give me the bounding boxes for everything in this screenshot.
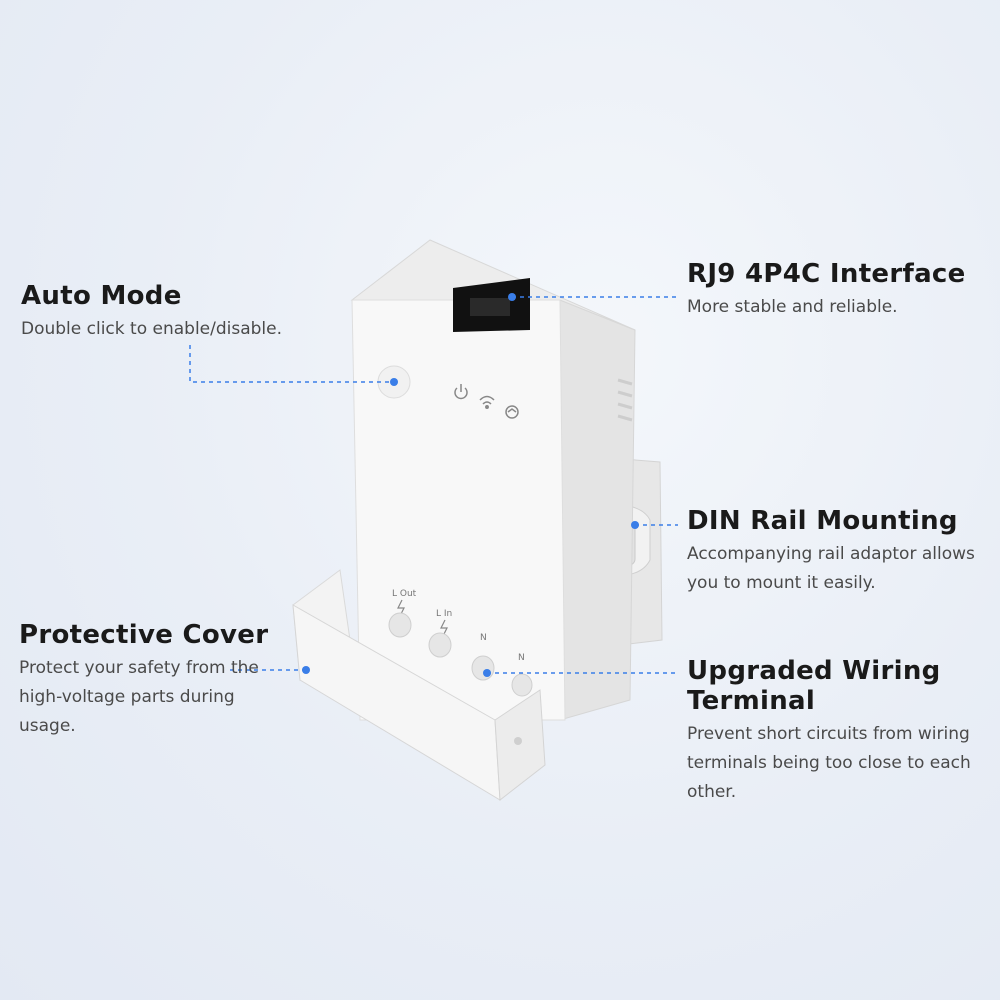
callout-description: More stable and reliable. (687, 297, 898, 317)
device-side (559, 299, 636, 721)
callout-leaders (189, 296, 678, 674)
callout-wiring-terminal: Upgraded Wiring Terminal Prevent short c… (687, 656, 987, 807)
callout-protective-cover: Protective Cover Protect your safety fro… (19, 620, 289, 741)
callout-description: Prevent short circuits from wiring termi… (687, 724, 971, 802)
terminal-label-n1: N (480, 633, 487, 643)
vent-slots (617, 378, 633, 422)
callout-title: Protective Cover (19, 620, 269, 650)
callout-auto-mode: Auto Mode Double click to enable/disable… (21, 281, 341, 344)
callout-title: DIN Rail Mounting (687, 506, 958, 536)
callout-rj9-interface: RJ9 4P4C Interface More stable and relia… (687, 259, 987, 322)
power-icon (454, 384, 468, 400)
terminal-label-l-in: L In (436, 609, 452, 619)
terminal-label-l-out: L Out (392, 589, 417, 599)
callout-description: Accompanying rail adaptor allows you to … (687, 544, 975, 593)
callout-din-rail: DIN Rail Mounting Accompanying rail adap… (687, 506, 987, 598)
callout-title: RJ9 4P4C Interface (687, 259, 966, 289)
callout-title: Upgraded Wiring Terminal (687, 656, 941, 716)
sync-icon (505, 405, 519, 419)
terminal-label-n2: N (518, 653, 525, 663)
callout-title: Auto Mode (21, 281, 182, 311)
callout-description: Double click to enable/disable. (21, 319, 283, 339)
callout-description: Protect your safety from the high-voltag… (19, 658, 259, 736)
bolt-icon (397, 599, 448, 637)
callout-dots (302, 293, 639, 677)
rj9-port-inner (470, 298, 510, 316)
protective-cover (292, 569, 546, 801)
wifi-icon (479, 395, 495, 409)
